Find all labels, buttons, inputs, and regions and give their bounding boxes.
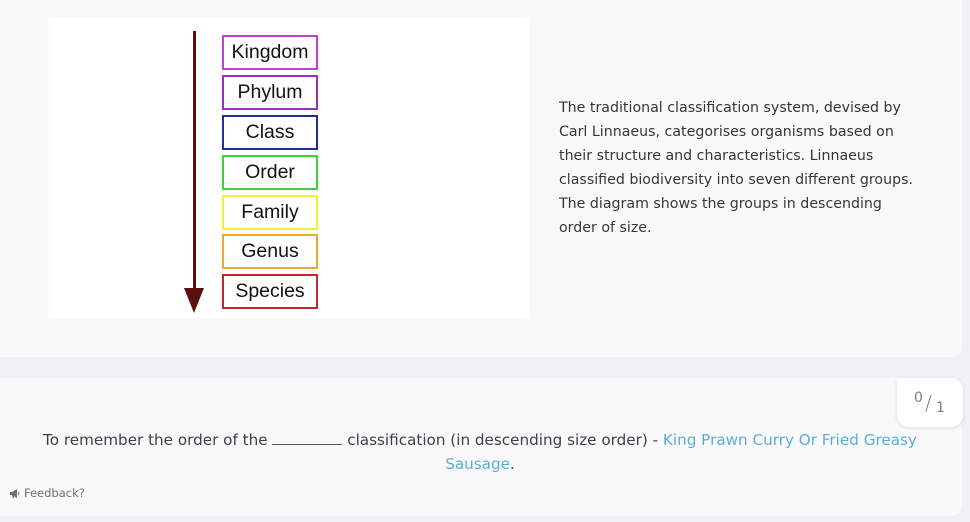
- feedback-label: Feedback?: [24, 486, 85, 500]
- megaphone-icon: [9, 488, 21, 499]
- score-separator: /: [925, 391, 932, 415]
- score-badge: 0 / 1: [897, 378, 963, 427]
- question-card: [0, 378, 962, 516]
- question-end: .: [509, 455, 515, 473]
- rank-genus: Genus: [222, 234, 318, 269]
- question-before: To remember the order of the: [43, 431, 273, 449]
- score-current: 0: [914, 390, 923, 406]
- score-total: 1: [936, 400, 945, 416]
- question-after: classification (in descending size order…: [342, 431, 663, 449]
- rank-family: Family: [222, 195, 318, 230]
- question-text: To remember the order of the classificat…: [20, 428, 940, 476]
- rank-class: Class: [222, 115, 318, 150]
- intro-text: The traditional classification system, d…: [559, 100, 913, 236]
- answer-blank[interactable]: [272, 430, 343, 445]
- feedback-link[interactable]: Feedback?: [9, 486, 85, 500]
- rank-kingdom: Kingdom: [222, 35, 318, 70]
- rank-order: Order: [222, 155, 318, 190]
- descending-arrow-head: [184, 288, 204, 313]
- descending-arrow-line: [193, 31, 196, 293]
- rank-species: Species: [222, 274, 318, 309]
- rank-phylum: Phylum: [222, 75, 318, 110]
- mnemonic-text: King Prawn Curry Or Fried Greasy Sausage: [445, 431, 917, 473]
